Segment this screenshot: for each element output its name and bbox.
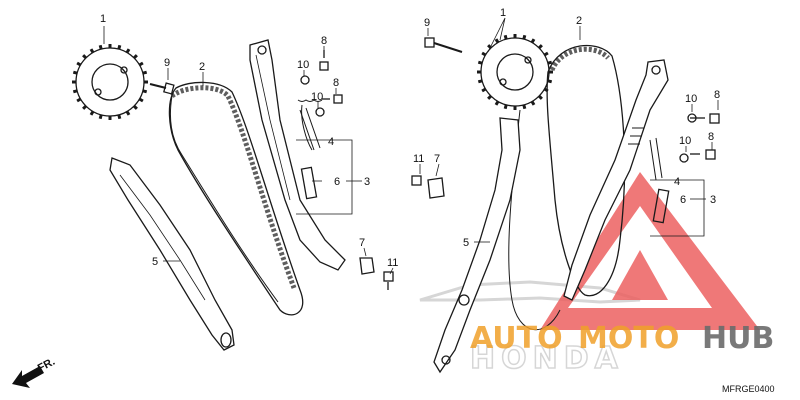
triangle-logo: [540, 172, 760, 330]
bolt-8b: [690, 149, 716, 160]
triangle-logo-inner: [612, 250, 668, 300]
callout-7: 7: [434, 153, 440, 165]
bolt-9: [424, 37, 463, 53]
callout-8: 8: [714, 89, 720, 101]
cam-chain: [546, 44, 626, 297]
arrow-icon: [12, 366, 44, 388]
front-direction-arrow: FR.: [12, 356, 57, 388]
tensioner-arm: [563, 59, 669, 301]
bolt-9: [149, 82, 175, 95]
callout-8: 8: [333, 77, 339, 89]
callout-9: 9: [424, 17, 430, 29]
bolt-8a: [690, 113, 720, 124]
clip-7: [359, 257, 375, 275]
chain-guide: [433, 117, 521, 374]
callout-9: 9: [164, 57, 170, 69]
tensioner-spring: [297, 99, 323, 151]
callout-8: 8: [321, 35, 327, 47]
tensioner-arm: [249, 39, 346, 271]
callout-5: 5: [463, 237, 469, 249]
pin-6: [652, 188, 670, 224]
honda-wing-logo: [419, 280, 641, 304]
callout-10: 10: [311, 91, 323, 103]
chain-guide: [109, 157, 235, 351]
brand-moto: MOTO: [578, 321, 679, 356]
washer-10b: [315, 107, 325, 117]
watermark-brand: AUTO MOTO HUB: [470, 321, 774, 356]
callout-6: 6: [334, 176, 340, 188]
callout-4: 4: [674, 176, 680, 188]
washer-10a: [300, 75, 310, 85]
bolt-8b: [322, 94, 343, 104]
tensioner-spring: [649, 137, 663, 181]
pin-6: [300, 166, 318, 200]
brand-auto: AUTO: [470, 321, 563, 356]
callout-2: 2: [576, 15, 582, 27]
cam-sprocket: [75, 47, 145, 117]
callout-6: 6: [680, 194, 686, 206]
clip-7: [427, 177, 445, 199]
callouts-right: 1 9 2 8 8 10 10 4 6 3 5 11 7: [413, 7, 720, 249]
callout-11: 11: [413, 153, 424, 165]
callout-10: 10: [297, 59, 309, 71]
direction-label: FR.: [36, 356, 57, 375]
bolt-11: [411, 175, 422, 186]
right-assembly: [411, 37, 720, 374]
callout-10: 10: [679, 135, 691, 147]
washer-10a: [687, 113, 697, 123]
callout-10: 10: [685, 93, 697, 105]
leader-lines: [103, 17, 719, 275]
diagram-code: MFRGE0400: [722, 384, 775, 394]
callout-1: 1: [100, 13, 106, 25]
callout-3: 3: [364, 176, 370, 188]
callout-2: 2: [199, 61, 205, 73]
cam-chain: [168, 81, 304, 316]
watermark-maker: HONDA: [470, 341, 624, 376]
washer-10b: [679, 153, 689, 163]
callout-11: 11: [387, 257, 398, 269]
callout-4: 4: [328, 136, 334, 148]
watermark: HONDA: [419, 172, 760, 377]
callout-7: 7: [359, 237, 365, 249]
cam-sprocket: [480, 37, 550, 107]
callout-3: 3: [710, 194, 716, 206]
brand-hub: HUB: [702, 321, 774, 356]
callout-1: 1: [500, 7, 506, 19]
callout-5: 5: [152, 256, 158, 268]
bolt-11: [383, 271, 394, 290]
callout-8: 8: [708, 131, 714, 143]
callouts-left: 1 2 9 8 8 10 10 4 6 3 5 7 11: [100, 13, 398, 269]
left-assembly: [75, 39, 394, 351]
